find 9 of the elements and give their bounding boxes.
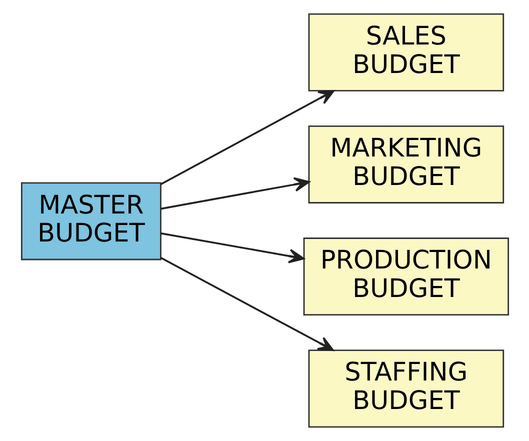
node-box: STAFFING BUDGET — [308, 350, 504, 428]
node-box: SALES BUDGET — [308, 13, 504, 92]
arrow — [160, 177, 310, 210]
arrow — [160, 256, 334, 352]
arrow — [160, 232, 304, 264]
arrow — [160, 90, 334, 186]
node-box: MARKETING BUDGET — [308, 125, 504, 204]
node-box: PRODUCTION BUDGET — [302, 238, 509, 316]
node-box: MASTER BUDGET — [20, 182, 161, 260]
